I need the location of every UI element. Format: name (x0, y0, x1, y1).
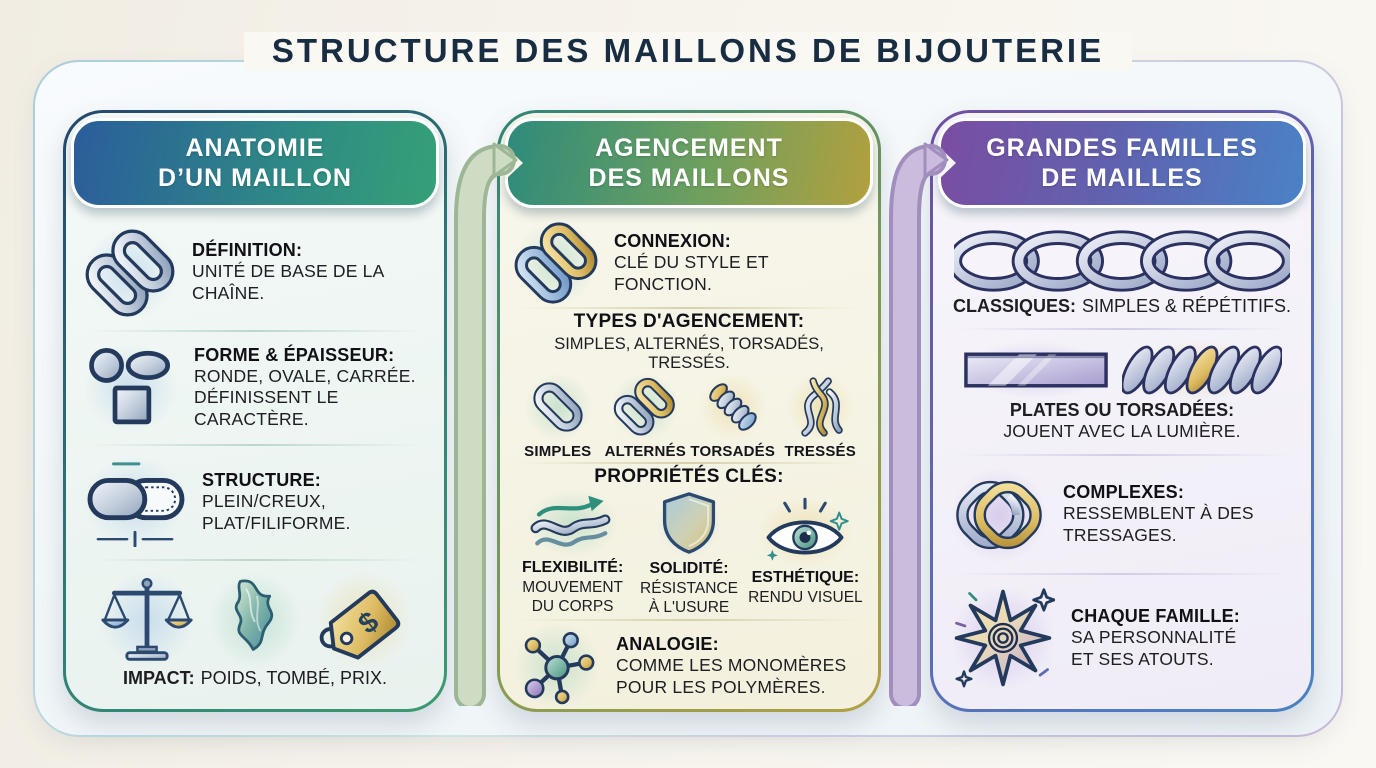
divider (518, 619, 860, 622)
plates-body: JOUENT AVEC LA LUMIÈRE. (1003, 421, 1241, 442)
proprietes-row: FLEXIBILITÉ: MOUVEMENT DU CORPS SOLIDITÉ… (514, 488, 864, 617)
type-label: ALTERNÉS (604, 443, 686, 460)
chain-links-icon (84, 226, 176, 319)
classiques-caption: CLASSIQUES:SIMPLES & RÉPÉTITIFS. (951, 296, 1293, 317)
celtic-knot-icon (951, 466, 1047, 563)
connexion-row: CONNEXION: CLÉ DU STYLE ET FONCTION. (514, 221, 864, 305)
shapes-icon (84, 343, 178, 432)
panel-anatomie-header: ANATOMIE D’UN MAILLON (71, 118, 439, 208)
divider (88, 443, 422, 446)
solidite-body: RÉSISTANCE À L'USURE (640, 580, 738, 616)
complexes-title: COMPLEXES: (1063, 482, 1185, 503)
connexion-body: CLÉ DU STYLE ET FONCTION. (614, 251, 769, 294)
types-subtitle: SIMPLES, ALTERNÉS, TORSADÉS, TRESSÉS. (554, 335, 824, 372)
molecule-icon (514, 623, 600, 710)
twisted-rope-icon (1121, 340, 1282, 401)
analogie-row: ANALOGIE: COMME LES MONOMÈRES POUR LES P… (514, 623, 864, 710)
braided-strands-icon (786, 373, 855, 441)
complexes-row: COMPLEXES: RESSEMBLENT À DES TRESSAGES. (951, 466, 1293, 563)
divider (955, 573, 1289, 576)
twisted-rope-icon (698, 373, 767, 441)
proprietes-title: PROPRIÉTÉS CLÉS: (594, 466, 784, 487)
shield-icon (656, 488, 722, 558)
structure-title: STRUCTURE: (202, 469, 321, 490)
divider (518, 307, 860, 309)
type-label: TORSADÉS (690, 443, 776, 460)
scale-icon (98, 572, 195, 669)
alternating-links-icon (611, 373, 680, 441)
structure-body: PLEIN/CREUX, PLAT/FILIFORME. (202, 490, 351, 533)
types-icons-row: SIMPLES ALTERNÉS (514, 373, 864, 460)
hollow-solid-links-icon (84, 457, 186, 548)
plates-title: PLATES OU TORSADÉES: (1009, 400, 1235, 421)
panel-agencement-title: AGENCEMENT DES MAILLONS (588, 133, 790, 193)
plates-block: PLATES OU TORSADÉES: JOUENT AVEC LA LUMI… (951, 340, 1293, 443)
forme-body: RONDE, OVALE, CARRÉE. DÉFINISSENT LE CAR… (194, 365, 416, 430)
eye-icon (757, 497, 854, 568)
impact-block: $ IMPACT:POIDS, TOMBÉ, PRIX. (84, 572, 426, 689)
types-block: TYPES D'AGENCEMENT: SIMPLES, ALTERNÉS, T… (514, 311, 864, 373)
complexes-body: RESSEMBLENT À DES TRESSAGES. (1063, 503, 1254, 546)
divider (955, 327, 1289, 330)
simple-link-icon (523, 373, 592, 441)
forme-row: FORME & ÉPAISSEUR: RONDE, OVALE, CARRÉE.… (84, 343, 426, 432)
classiques-title: CLASSIQUES: (952, 295, 1076, 316)
panel-familles-title: GRANDES FAMILLES DE MAILLES (986, 133, 1258, 193)
page-title: STRUCTURE DES MAILLONS DE BIJOUTERIE (0, 32, 1376, 70)
divider (518, 462, 860, 464)
type-label: TRESSÉS (784, 443, 856, 460)
arrow-right-icon (454, 142, 518, 706)
flat-band-icon (962, 341, 1111, 400)
impact-caption: IMPACT:POIDS, TOMBÉ, PRIX. (84, 668, 426, 689)
divider (88, 558, 422, 561)
gold-silver-links-icon (514, 221, 598, 305)
definition-body: UNITÉ DE BASE DE LA CHAÎNE. (192, 261, 384, 304)
famille-body: SA PERSONNALITÉ ET SES ATOUTS. (1071, 626, 1237, 669)
panel-familles-header: GRANDES FAMILLES DE MAILLES (938, 118, 1306, 208)
price-tag-icon: $ (315, 572, 412, 669)
type-label: SIMPLES (524, 443, 592, 460)
flex-waves-icon (526, 489, 619, 557)
panel-familles: GRANDES FAMILLES DE MAILLES (930, 110, 1314, 712)
flexibilite-body: MOUVEMENT DU CORPS (522, 579, 623, 615)
flexibilite-title: FLEXIBILITÉ: (521, 559, 624, 576)
forme-title: FORME & ÉPAISSEUR: (194, 344, 395, 365)
panel-anatomie: ANATOMIE D’UN MAILLON DÉFINITION: UNIT (63, 110, 447, 712)
panel-anatomie-title: ANATOMIE D’UN MAILLON (158, 133, 352, 193)
divider (88, 330, 422, 333)
definition-title: DÉFINITION: (192, 240, 303, 261)
structure-row: STRUCTURE: PLEIN/CREUX, PLAT/FILIFORME. (84, 457, 426, 548)
esthetique-title: ESTHÉTIQUE: (751, 569, 860, 587)
types-title: TYPES D'AGENCEMENT: (573, 311, 805, 332)
esthetique-body: RENDU VISUEL (748, 589, 863, 607)
solidite-title: SOLIDITÉ: (649, 560, 729, 577)
panel-agencement: AGENCEMENT DES MAILLONS CONNEXION: CLÉ (497, 110, 881, 712)
star-fingerprint-icon (951, 586, 1055, 691)
classic-chain-icon (951, 226, 1293, 296)
impact-title: IMPACT: (122, 668, 195, 689)
analogie-body: COMME LES MONOMÈRES POUR LES POLYMÈRES. (616, 654, 847, 697)
classiques-body: SIMPLES & RÉPÉTITIFS. (1081, 295, 1292, 316)
famille-title: CHAQUE FAMILLE: (1071, 605, 1240, 626)
definition-row: DÉFINITION: UNITÉ DE BASE DE LA CHAÎNE. (84, 226, 426, 319)
panel-agencement-header: AGENCEMENT DES MAILLONS (505, 118, 873, 208)
divider (955, 453, 1289, 456)
analogie-title: ANALOGIE: (616, 633, 719, 654)
impact-body: POIDS, TOMBÉ, PRIX. (200, 668, 388, 689)
classiques-block: CLASSIQUES:SIMPLES & RÉPÉTITIFS. (951, 226, 1293, 317)
connexion-title: CONNEXION: (614, 230, 732, 251)
fabric-drape-icon (209, 572, 301, 669)
famille-row: CHAQUE FAMILLE: SA PERSONNALITÉ ET SES A… (951, 586, 1293, 691)
arrow-right-icon (889, 142, 949, 706)
plates-caption: PLATES OU TORSADÉES: JOUENT AVEC LA LUMI… (951, 400, 1293, 443)
